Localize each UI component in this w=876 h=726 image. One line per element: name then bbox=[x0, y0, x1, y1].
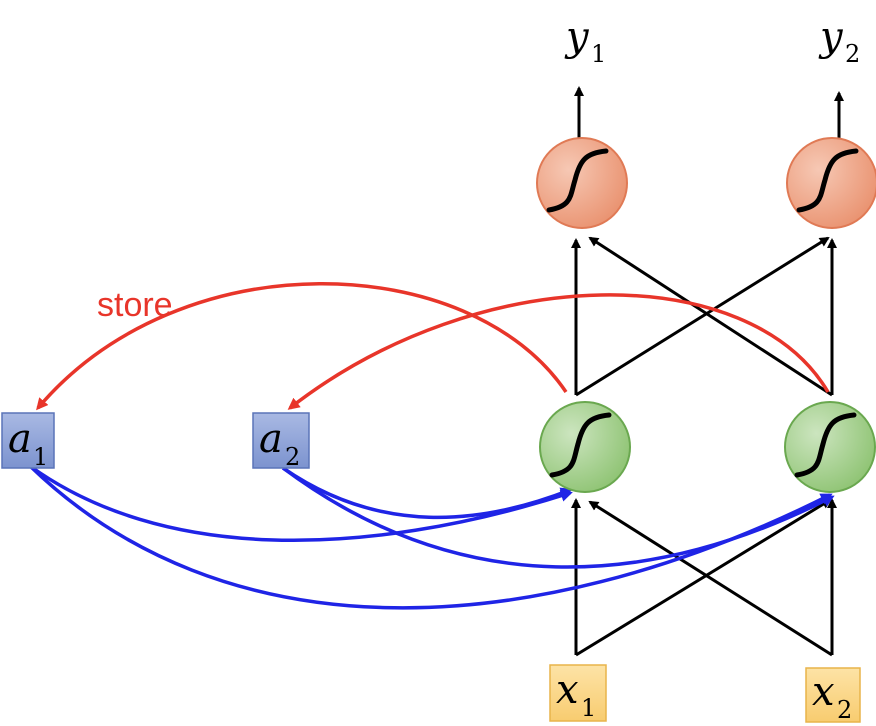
sigmoid-icon bbox=[549, 412, 612, 478]
output-label-y2: y 2 bbox=[818, 14, 860, 68]
x2-label: x bbox=[812, 669, 835, 715]
feed-arrow-a1-h2 bbox=[28, 464, 833, 610]
y2-label: y bbox=[818, 14, 844, 60]
output-label-y1: y 1 bbox=[564, 14, 606, 68]
x2-subscript: 2 bbox=[837, 696, 852, 724]
hidden-to-output-arrows bbox=[571, 236, 837, 397]
hidden-neuron-1 bbox=[539, 401, 631, 493]
feed-arrow-a2-h2 bbox=[281, 466, 835, 569]
arrow-h2-o1 bbox=[588, 236, 833, 397]
store-arrow-h2-a2 bbox=[287, 293, 830, 410]
memory-feed-arrows bbox=[28, 464, 835, 610]
y2-subscript: 2 bbox=[845, 40, 860, 68]
sigmoid-icon bbox=[794, 412, 857, 478]
store-arrows bbox=[36, 282, 830, 411]
output-neuron-2 bbox=[786, 137, 876, 229]
output-arrows bbox=[574, 86, 844, 138]
a2-label: a bbox=[259, 416, 283, 462]
x1-label: x bbox=[556, 667, 579, 713]
x1-subscript: 1 bbox=[581, 694, 596, 722]
arrow-x2-h1 bbox=[588, 500, 833, 657]
a1-subscript: 1 bbox=[33, 443, 48, 471]
input-box-x2: x 2 bbox=[805, 667, 861, 724]
a1-label: a bbox=[8, 416, 32, 462]
memory-box-a2: a 2 bbox=[252, 412, 310, 471]
memory-box-a1: a 1 bbox=[1, 412, 55, 471]
a2-subscript: 2 bbox=[285, 443, 300, 471]
sigmoid-icon bbox=[796, 148, 859, 213]
hidden-neuron-2 bbox=[784, 401, 876, 493]
output-neuron-1 bbox=[536, 137, 628, 229]
y1-subscript: 1 bbox=[591, 40, 606, 68]
feed-arrow-a2-h1 bbox=[282, 466, 573, 520]
input-box-x1: x 1 bbox=[549, 664, 607, 722]
feed-arrow-a1-h1 bbox=[28, 464, 573, 542]
arrow-x1-h2 bbox=[575, 498, 832, 657]
input-to-hidden-arrows bbox=[571, 498, 837, 657]
store-arrow-h1-a1 bbox=[36, 282, 568, 411]
sigmoid-icon bbox=[546, 148, 609, 213]
store-label: store bbox=[97, 286, 173, 324]
y1-label: y bbox=[564, 14, 590, 60]
arrow-h1-o2 bbox=[575, 236, 830, 397]
